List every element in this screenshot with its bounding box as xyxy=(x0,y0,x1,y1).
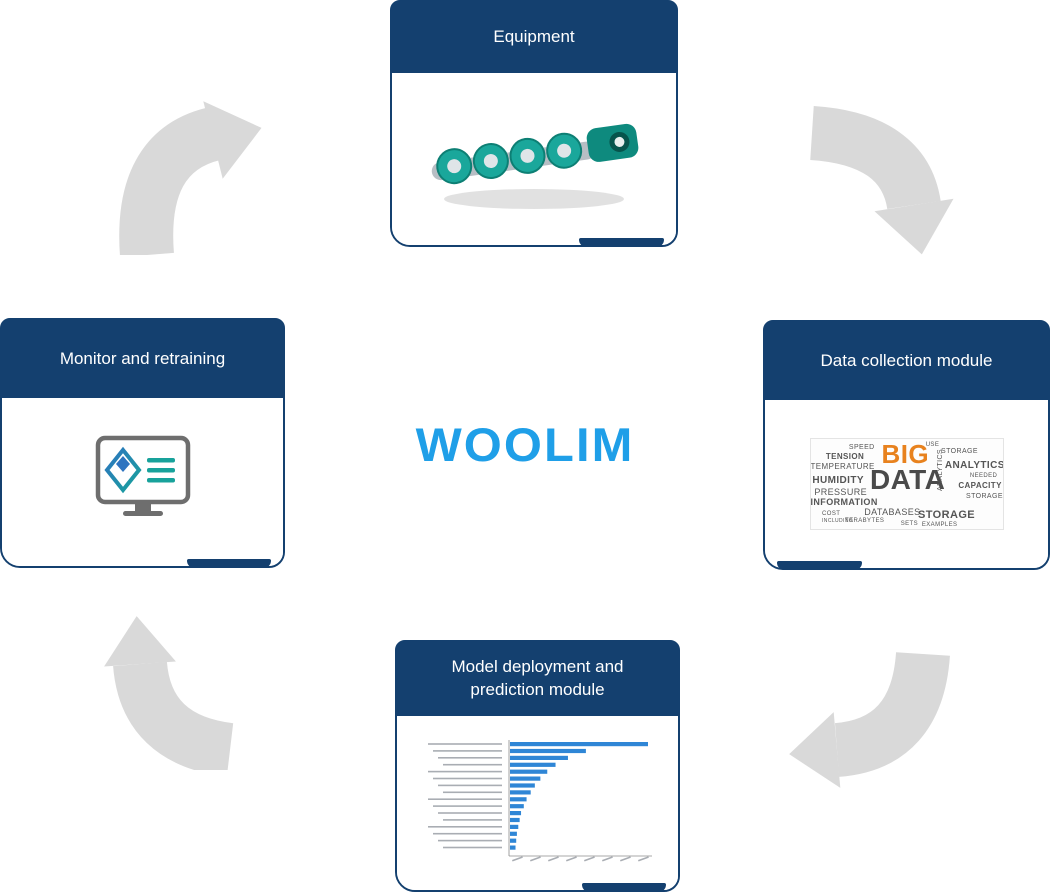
card-data-collection-header: Data collection module xyxy=(765,322,1048,400)
wordcloud-word: NEEDED xyxy=(969,473,998,480)
woolim-logo-text: WOOLIM xyxy=(415,417,635,471)
wordcloud-word: USE xyxy=(925,441,940,448)
prediction-chart-axes xyxy=(508,740,652,862)
arrow-monitor-to-equipment xyxy=(119,101,262,255)
wordcloud-word: SETS xyxy=(900,520,919,527)
card-model-deployment-body xyxy=(397,716,678,890)
wordcloud-word: COST xyxy=(822,511,841,517)
wordcloud-word: ANALYTICS xyxy=(944,459,1004,471)
wordcloud-word: DATA xyxy=(870,464,946,495)
card-equipment-title: Equipment xyxy=(493,27,575,47)
wordcloud-word: BIG xyxy=(881,438,929,469)
wordcloud-word: INCLUDING xyxy=(822,518,854,525)
equipment-image xyxy=(431,123,639,209)
wordcloud-word: TENSION xyxy=(825,452,865,462)
wordcloud-word: HUMIDITY xyxy=(812,474,864,486)
wordcloud-word: EXAMPLES xyxy=(921,521,958,528)
wordcloud-word: STORAGE xyxy=(966,493,1003,500)
wordcloud-word: TEMPERATURE xyxy=(810,462,875,472)
card-model-deployment: Model deployment and prediction module xyxy=(395,640,680,892)
wordcloud-word: ANALYTICS xyxy=(937,449,945,492)
wordcloud-word: TERABYTES xyxy=(845,518,885,525)
card-model-deployment-header: Model deployment and prediction module xyxy=(397,642,678,716)
wordcloud-word: SPEED xyxy=(848,444,875,452)
woolim-logo: WOOLIM xyxy=(385,416,666,472)
arrow-data-collection-to-model xyxy=(789,651,950,788)
prediction-chart-bars xyxy=(427,742,648,850)
wordcloud-word: STORAGE xyxy=(918,509,976,522)
card-monitor-retraining-title: Monitor and retraining xyxy=(59,348,226,368)
wordcloud-word: DATABASES xyxy=(864,507,921,518)
card-monitor-retraining: Monitor and retraining xyxy=(0,318,285,568)
card-monitor-retraining-header: Monitor and retraining xyxy=(2,320,283,398)
card-equipment: Equipment xyxy=(390,0,678,247)
wordcloud-word: CAPACITY xyxy=(958,481,1002,491)
wordcloud-word: STORAGE xyxy=(941,448,978,455)
wordcloud-word: PRESSURE xyxy=(814,486,868,497)
arrow-equipment-to-data-collection xyxy=(809,106,954,255)
monitor-retraining-icon xyxy=(95,435,190,516)
card-model-deployment-title: Model deployment and prediction module xyxy=(451,657,624,699)
card-equipment-body xyxy=(392,73,676,245)
arrow-model-to-monitor xyxy=(104,616,234,770)
card-monitor-retraining-body xyxy=(2,398,283,566)
prediction-chart xyxy=(427,740,652,862)
card-equipment-header: Equipment xyxy=(392,2,676,73)
card-data-collection-title: Data collection module xyxy=(820,350,993,370)
wordcloud-word: INFORMATION xyxy=(810,497,878,508)
